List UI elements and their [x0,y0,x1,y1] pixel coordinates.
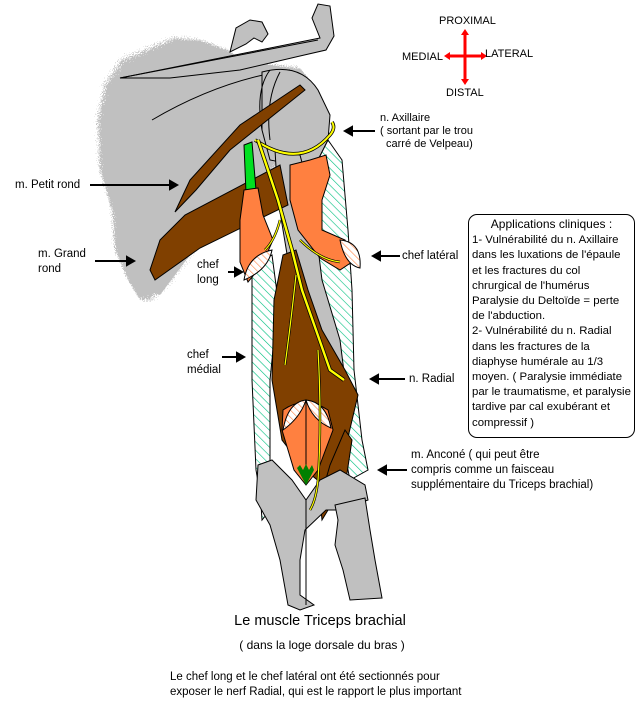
radial-nerve-fill [256,139,345,381]
clinical-box-line-2: Paralysie du Deltoïde = perte de l'abduc… [472,295,620,323]
label-axillary-nerve: n. Axillaire ( sortant par le trou carré… [380,112,473,151]
coracoid [229,19,269,53]
orientation-cross [444,29,487,85]
direction-distal: DISTAL [446,87,484,99]
lateral-head [289,154,356,271]
clinical-applications-box: Applications cliniques : 1- Vulnérabilit… [468,214,635,438]
direction-proximal: PROXIMAL [439,15,496,27]
label-axillary-nerve-line2: ( sortant par le trou [380,125,473,137]
label-long-head-line2: long [197,274,219,286]
label-anconeus-line2: compris comme un faisceau [411,464,555,476]
axillary-nerve-fill [254,121,335,155]
label-long-head-line1: chef [197,259,219,271]
label-teres-major-line1: m. Grand [38,248,86,260]
scapular-spine-line [119,39,319,79]
label-axillary-nerve-line1: n. Axillaire [380,112,431,124]
label-radial-nerve: n. Radial [409,373,455,385]
label-long-head: chef long [197,258,219,288]
label-lateral-head: chef latéral [402,250,459,262]
figure-note-line1: Le chef long et le chef latéral ont été … [170,671,440,683]
clinical-box-title: Applications cliniques : [490,217,613,231]
figure-note: Le chef long et le chef latéral ont été … [170,670,462,700]
radial-branch-1-fill [264,219,281,251]
label-teres-major-line2: rond [38,263,62,275]
teres-minor [174,84,306,213]
figure-title: Le muscle Triceps brachial [234,613,406,629]
label-axillary-nerve-line3: carré de Velpeau) [386,138,473,150]
olecranon-green [297,464,314,485]
tendon-cut-right [305,399,332,429]
elbow-bones [255,459,369,611]
label-teres-major: m. Grand rond [38,247,86,277]
label-anconeus-line1: m. Anconé ( qui peut être [411,449,540,461]
pointer-arrows [90,125,407,476]
direction-medial: MEDIAL [402,51,443,63]
forearm-ulna [334,497,383,601]
acromion [119,3,335,79]
label-medial-head-line1: chef [187,349,209,361]
label-teres-minor: m. Petit rond [15,179,81,191]
label-medial-head: chef médial [187,348,221,378]
radial-branch-3-fill [309,349,321,511]
figure-subtitle: ( dans la loge dorsale du bras ) [239,638,405,652]
direction-lateral: LATERAL [485,48,534,60]
clinical-box-line-1: 1- Vulnérabilité du n. Axillaire dans le… [472,234,621,292]
label-medial-head-line2: médial [187,364,221,376]
clinical-box-line-3: 2- Vulnérabilité du n. Radial dans les f… [472,325,631,429]
lateral-branch-fill [299,239,341,263]
figure-note-line2: exposer le nerf Radial, qui est le rappo… [170,686,462,698]
long-head-cut [243,249,273,281]
label-anconeus-line3: supplémentaire du Triceps brachial) [411,479,594,491]
radial-branch-2-fill [284,274,297,366]
lateral-head-cut [339,239,361,269]
label-anconeus: m. Anconé ( qui peut être compris comme … [411,448,593,493]
